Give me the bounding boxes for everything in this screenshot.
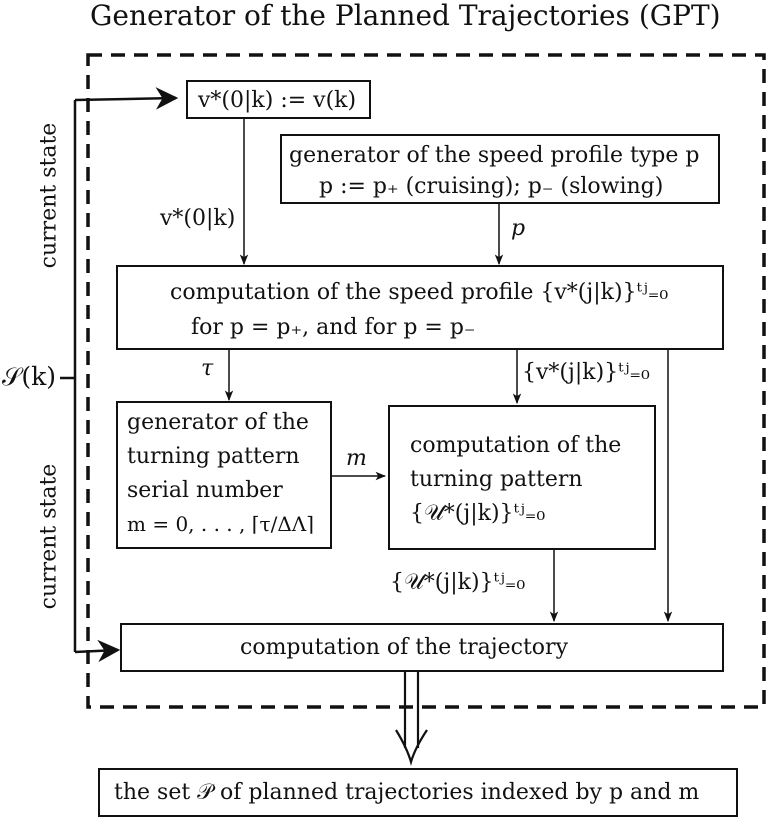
speed-type-line2: p := p₊ (cruising); p₋ (slowing) <box>319 174 664 199</box>
output-double-arrow <box>395 672 428 767</box>
turning-pattern-line1: computation of the <box>410 433 622 458</box>
init-speed-text: v*(0|k) := v(k) <box>198 88 357 113</box>
trajectory-text: computation of the trajectory <box>240 635 568 660</box>
serial-number-line1: generator of the <box>127 410 309 435</box>
u-pattern-edge-label: {𝒰*(j|k)}ᵗʲ₌₀ <box>390 570 526 595</box>
speed-profile-line1: computation of the speed profile {v*(j|k… <box>170 280 669 305</box>
serial-number-line4: m = 0, . . . , ⌈τ/ΔΛ⌉ <box>127 512 315 536</box>
tau-edge-label: τ <box>201 356 214 381</box>
v0-edge-label: v*(0|k) <box>160 206 236 231</box>
speed-profile-box: computation of the speed profile {v*(j|k… <box>116 265 724 350</box>
speed-profile-line2: for p = p₊, and for p = p₋ <box>191 315 476 340</box>
p-edge-label: p <box>511 216 526 241</box>
serial-number-line3: serial number <box>127 478 283 503</box>
state-to-trajectory-arrow <box>74 639 121 663</box>
serial-number-line2: turning pattern <box>127 444 300 469</box>
planned-trajectories-output-box: the set 𝒫 of planned trajectories indexe… <box>98 768 738 817</box>
turning-pattern-line3: {𝒰*(j|k)}ᵗʲ₌₀ <box>410 501 546 526</box>
trajectory-box: computation of the trajectory <box>120 623 724 672</box>
output-text: the set 𝒫 of planned trajectories indexe… <box>114 780 700 805</box>
current-state-lower-label: current state <box>36 463 62 610</box>
serial-number-generator-box: generator of the turning pattern serial … <box>116 401 332 549</box>
diagram-title: Generator of the Planned Trajectories (G… <box>90 0 721 32</box>
state-to-init-arrow <box>74 87 179 110</box>
turning-pattern-box: computation of the turning pattern {𝒰*(j… <box>388 405 656 550</box>
current-state-upper-label: current state <box>36 122 62 269</box>
init-speed-box: v*(0|k) := v(k) <box>186 80 371 119</box>
v-profile-edge-label: {v*(j|k)}ᵗʲ₌₀ <box>522 360 650 385</box>
speed-type-generator-box: generator of the speed profile type p p … <box>280 134 720 204</box>
m-edge-label: m <box>346 446 367 471</box>
gpt-boundary <box>86 53 766 709</box>
turning-pattern-line2: turning pattern <box>410 467 583 492</box>
speed-type-line1: generator of the speed profile type p <box>289 143 700 168</box>
state-input-label: 𝒮(k) <box>2 362 57 391</box>
